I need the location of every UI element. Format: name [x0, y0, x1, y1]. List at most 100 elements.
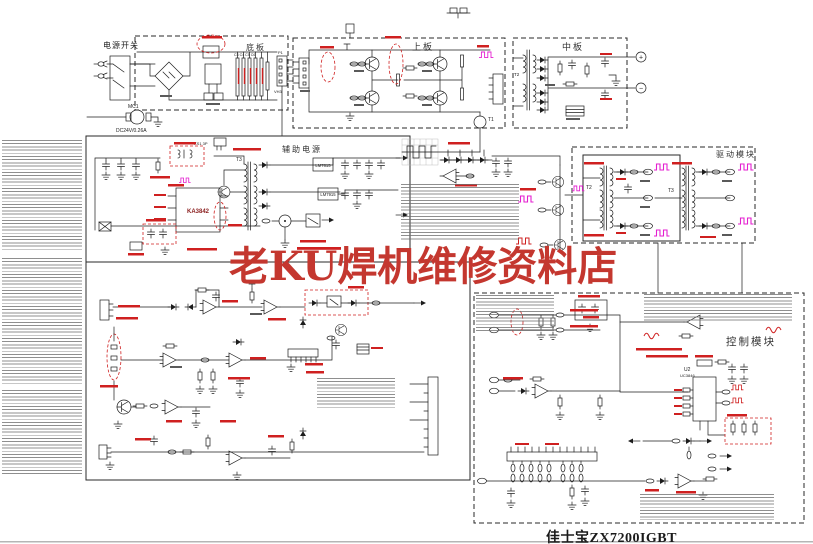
output-rectifiers — [536, 56, 636, 114]
highlight-oval — [320, 51, 336, 83]
power-switch-section: 电源开关 MC1 DC24V/0.26A — [86, 40, 163, 134]
drive-transformer-t2: T2 — [582, 165, 614, 231]
power-switch-label: 电源开关 — [103, 40, 139, 50]
bottom-board-label: 底板 — [246, 42, 266, 52]
notes-text-block — [317, 378, 395, 410]
control-pin-header — [506, 446, 598, 462]
t2-label: T2 — [514, 72, 520, 77]
highlight-box — [304, 289, 369, 316]
watermark-text: 老KU焊机维修资料店 — [229, 243, 618, 290]
notes-text-block — [2, 390, 82, 476]
notes-text-block — [640, 494, 774, 520]
upper-board-label: 上板 — [412, 41, 434, 53]
notes-text-block — [644, 294, 792, 322]
highlight-oval — [213, 201, 227, 231]
main-transformer-t1: T1 — [473, 111, 494, 153]
divider-resistor-bank — [510, 460, 584, 483]
misc-top-components — [345, 7, 471, 39]
square-wave-icon — [653, 229, 671, 237]
highlight-box — [142, 223, 177, 245]
highlight-box — [724, 417, 772, 445]
control-module-label: 控制模块 — [726, 335, 776, 348]
lm7915-label: LM7915 — [320, 192, 336, 197]
ka3842-label: KA3842 — [187, 209, 210, 215]
square-wave-icon — [737, 163, 755, 171]
t3-label: T3 — [236, 157, 242, 163]
middle-board-outline — [512, 37, 628, 129]
main-control-board-section — [85, 261, 471, 481]
square-wave-icon — [653, 163, 671, 171]
t1-label: T1 — [488, 117, 494, 123]
u2-ref-label: U2 — [684, 367, 691, 373]
fan-motor: MC1 DC24V/0.26A — [86, 104, 163, 134]
aux-transformer-t3: T3 — [213, 155, 258, 231]
fan-value-label: DC24V/0.26A — [116, 128, 147, 134]
highlight-box — [169, 145, 205, 167]
main-board-outline — [85, 261, 471, 481]
square-wave-icon — [478, 51, 494, 59]
output-transformer-t2: T2 — [512, 49, 537, 111]
fan-ref-label: MC1 — [128, 104, 139, 110]
drv-t2-label: T2 — [586, 185, 592, 191]
control-module-outline — [473, 292, 805, 524]
drive-module-outline — [571, 146, 756, 244]
p1-label: P1 — [278, 50, 284, 55]
drive-transformer-t3: T3 — [654, 165, 696, 231]
drive-module-label: 驱动模块 — [716, 149, 756, 159]
input-terminal — [477, 477, 487, 485]
model-title: 佳士宝ZX7200IGBT — [546, 531, 677, 544]
highlight-oval — [388, 43, 404, 85]
aux-power-label: 辅助电源 — [282, 144, 322, 154]
bus-capacitor-bank: C3 C4 C5 C6 — [234, 51, 270, 101]
aux-transformer — [203, 63, 224, 101]
ac-plug-icon — [93, 60, 108, 68]
notes-text-block — [2, 140, 82, 252]
input-terminal — [489, 387, 499, 395]
pulse-wave-icon — [730, 397, 744, 404]
relay — [196, 34, 226, 59]
center-notes-section — [401, 138, 584, 251]
upper-board-section: 上板 T1 — [292, 37, 506, 153]
connector-p1: P1 VH3 — [274, 50, 294, 137]
board-pin-header — [286, 348, 319, 372]
snubber-diode-row — [439, 149, 493, 184]
vh3-label: VH3 — [274, 89, 283, 94]
uc3846-label: UC3846 — [680, 373, 695, 378]
control-module-section: 控制模块 U2 UC3846 — [473, 292, 805, 524]
notes-text-block — [2, 258, 82, 384]
output-terminal-negative: − — [635, 82, 647, 94]
notes-text-block — [476, 295, 554, 333]
ac-plug-icon — [93, 72, 108, 80]
plus-terminal-label: + — [639, 55, 643, 62]
regulator-7815: LM7815 — [312, 157, 334, 172]
minus-terminal-label: − — [639, 86, 643, 93]
drv-t3-label: T3 — [668, 188, 674, 194]
middle-board-label: 中板 — [562, 41, 584, 53]
bridge-rectifier — [154, 61, 184, 91]
sine-wave-icon — [643, 332, 660, 340]
caps-row-label: C3 C4 C5 C6 — [234, 53, 255, 57]
driver-chain — [515, 164, 584, 251]
gray-label-marks — [160, 70, 732, 368]
bottom-board-section: 底板 C3 C4 C5 C6 P1 VH3 — [129, 34, 294, 137]
square-wave-icon — [517, 195, 535, 203]
square-wave-icon — [571, 185, 585, 192]
vertical-connector — [409, 376, 439, 456]
sine-wave-icon — [765, 326, 782, 334]
square-wave-icon — [737, 217, 755, 225]
notes-text-block — [401, 184, 519, 240]
middle-board-section: 中板 T2 + − — [512, 37, 647, 129]
input-terminal — [489, 376, 499, 384]
xs1-label: XS1 3P — [194, 141, 208, 146]
igbt-bridge — [349, 56, 448, 106]
red-annotation-marks — [100, 36, 747, 494]
aux-bottom-row — [98, 213, 335, 255]
control-chip-u2: U2 UC3846 — [680, 367, 731, 436]
output-terminal-positive: + — [635, 51, 647, 63]
pulse-wave-icon — [730, 384, 744, 391]
regulator-7915: LM7915 — [317, 187, 339, 201]
lm7815-label: LM7815 — [315, 163, 331, 168]
bottom-divider — [0, 541, 813, 542]
